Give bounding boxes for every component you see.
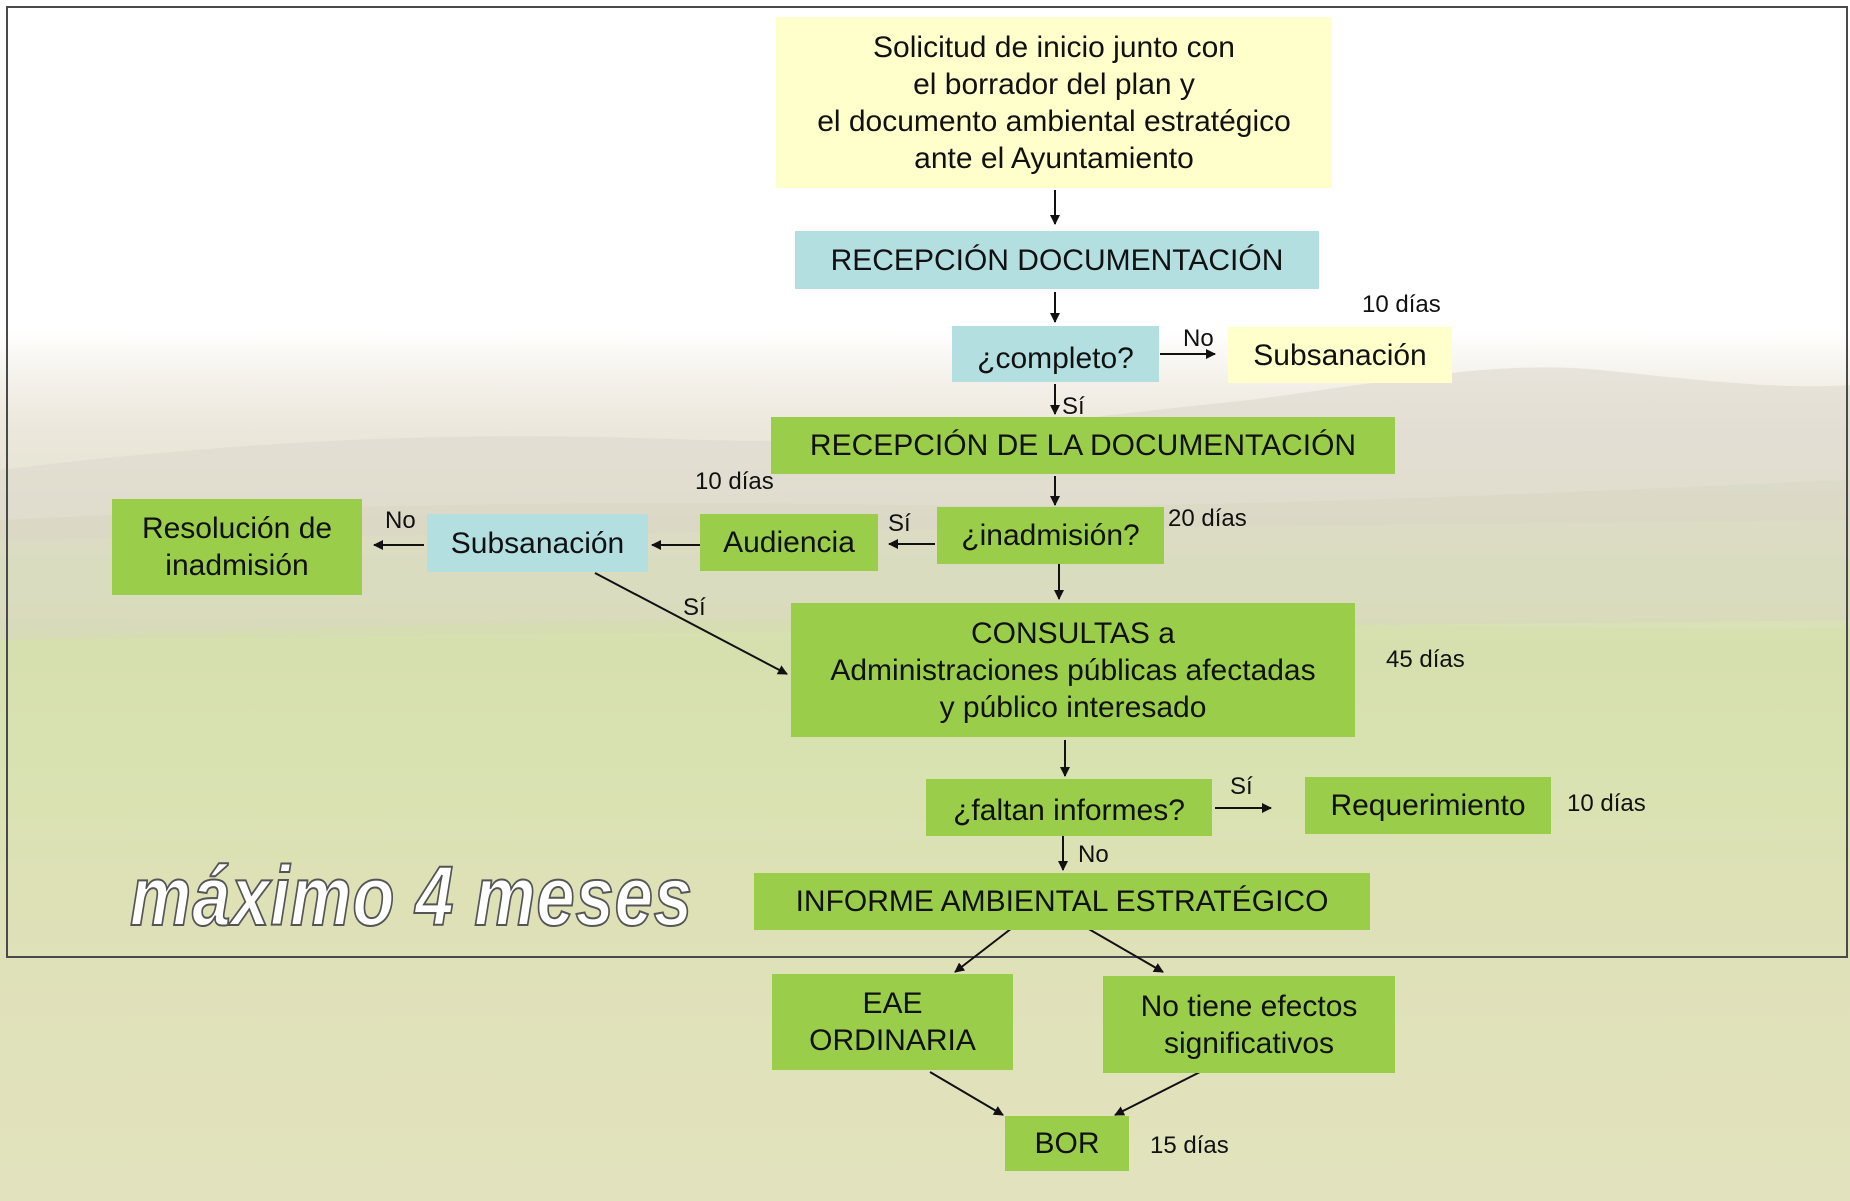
arrow-noefectos-bor	[1114, 1071, 1201, 1116]
subsanacion-box-1: Subsanación	[1228, 327, 1452, 383]
arrow-informe-eae	[954, 927, 1013, 973]
arrow-subsanacion-consultas	[594, 572, 788, 675]
time-limit-frame	[6, 6, 1848, 958]
no-faltan-label: No	[1078, 841, 1109, 868]
no-subsanacion-label: No	[385, 507, 416, 534]
dias-subsanacion-label: 10 días	[1362, 291, 1441, 318]
consultas-box: CONSULTAS a Administraciones públicas af…	[791, 603, 1355, 737]
si-inadmision-label: Sí	[888, 510, 911, 537]
arrow-informe-noefectos	[1086, 927, 1164, 973]
resolucion-inadmision-box: Resolución de inadmisión	[112, 499, 362, 595]
informe-ambiental-box: INFORME AMBIENTAL ESTRATÉGICO	[754, 873, 1370, 930]
requerimiento-box: Requerimiento	[1305, 777, 1551, 834]
solicitud-box: Solicitud de inicio junto con el borrado…	[776, 17, 1332, 188]
completo-decision: ¿completo?	[952, 326, 1159, 382]
faltan-informes-decision: ¿faltan informes?	[926, 779, 1212, 836]
si-completo-label: Sí	[1062, 393, 1085, 420]
inadmision-decision: ¿inadmisión?	[937, 507, 1164, 564]
dias-bor-label: 15 días	[1150, 1132, 1229, 1159]
maximo-4-meses-note: máximo 4 meses	[129, 848, 693, 944]
audiencia-box: Audiencia	[700, 514, 878, 571]
dias-consultas-label: 45 días	[1386, 646, 1465, 673]
eae-ordinaria-box: EAE ORDINARIA	[772, 974, 1013, 1070]
recepcion-de-la-documentacion-box: RECEPCIÓN DE LA DOCUMENTACIÓN	[771, 417, 1395, 474]
arrow-eae-bor	[929, 1071, 1004, 1116]
si-subsanacion-label: Sí	[683, 594, 706, 621]
dias-inadmision-label: 20 días	[1168, 505, 1247, 532]
no-efectos-box: No tiene efectos significativos	[1103, 976, 1395, 1073]
dias-requerimiento-label: 10 días	[1567, 790, 1646, 817]
subsanacion-box-2: Subsanación	[427, 514, 648, 572]
si-faltan-label: Sí	[1230, 773, 1253, 800]
recepcion-documentacion-box: RECEPCIÓN DOCUMENTACIÓN	[795, 231, 1319, 289]
no-completo-label: No	[1183, 325, 1214, 352]
dias-audiencia-label: 10 días	[695, 468, 774, 495]
bor-box: BOR	[1005, 1116, 1129, 1171]
